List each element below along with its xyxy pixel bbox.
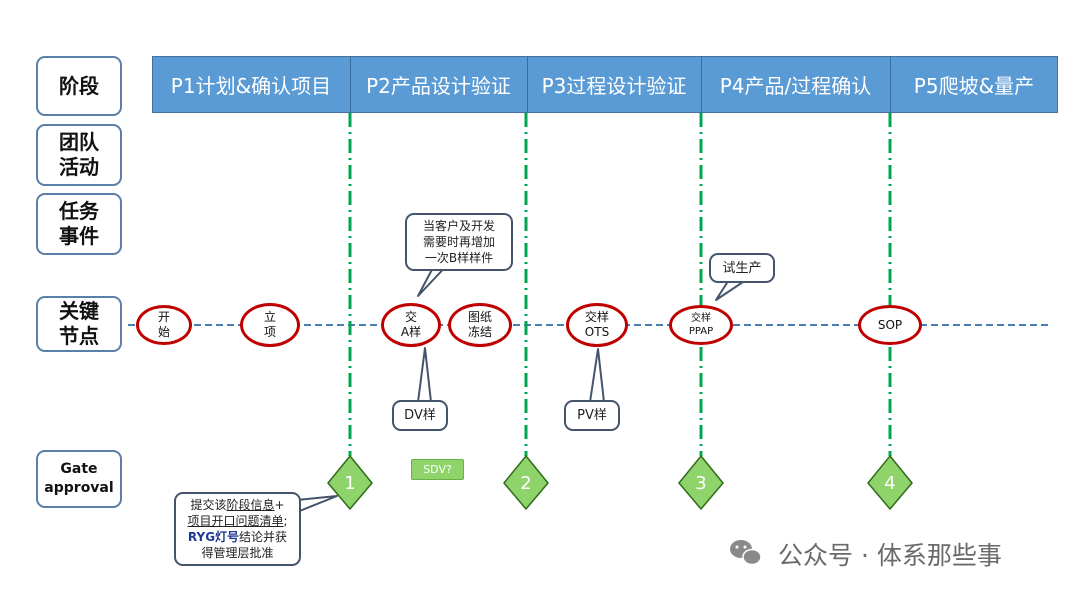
gate-number-2: 2 xyxy=(520,472,532,494)
wechat-icon xyxy=(730,540,762,566)
phase-divider xyxy=(527,56,528,113)
node-start-line2: 始 xyxy=(157,325,170,339)
phase-p1: P1计划&确认项目 xyxy=(170,74,332,98)
callout-b-sample: 当客户及开发 需要时再增加 一次B样样件 xyxy=(405,213,513,271)
phase-divider xyxy=(350,56,351,113)
node-ots-line1: 交样 xyxy=(584,310,609,324)
phase-p2: P2产品设计验证 xyxy=(366,74,511,98)
gate-diamond-4 xyxy=(867,454,913,511)
node-sop-label: SOP xyxy=(877,317,903,332)
phase-divider xyxy=(701,56,702,113)
row-label-team-line2: 活动 xyxy=(59,155,99,179)
row-label-gate-line2: approval xyxy=(44,480,114,496)
row-label-stage-text: 阶段 xyxy=(59,73,99,98)
callout-trial-production: 试生产 xyxy=(709,253,775,283)
gate-number-1: 1 xyxy=(344,472,356,494)
gate-number-4: 4 xyxy=(884,472,896,494)
gate-info-text-approval: 得管理层批准 xyxy=(201,546,274,560)
phase-p3: P3过程设计验证 xyxy=(541,74,687,98)
node-a-sample: 交 A样 xyxy=(381,303,441,347)
row-label-gate: Gate approval xyxy=(36,450,122,508)
phase-p5: P5爬坡&量产 xyxy=(913,74,1035,98)
callout-b-sample-line3: 一次B样样件 xyxy=(424,251,494,265)
node-approve-line1: 立 xyxy=(263,310,276,324)
row-label-milestone-line1: 关键 xyxy=(59,299,99,323)
node-drawing-freeze: 图纸 冻结 xyxy=(448,303,512,347)
gate-info-text-stage-info: 阶段信息 xyxy=(226,498,275,512)
node-ppap-line2: PPAP xyxy=(688,326,714,337)
callout-dv-label: DV样 xyxy=(404,408,436,423)
callout-tail-dv xyxy=(417,347,432,403)
node-a-sample-line2: A样 xyxy=(400,325,422,339)
node-sop: SOP xyxy=(858,305,922,345)
node-start-line1: 开 xyxy=(157,310,170,324)
callout-tail-gate-info xyxy=(296,495,338,513)
gate-info-text-issue-list: 项目开口问题清单 xyxy=(187,514,284,528)
row-label-task-line1: 任务 xyxy=(59,199,99,223)
watermark-text: 公众号 · 体系那些事 xyxy=(778,541,1002,570)
callout-gate-info-line1: 提交该阶段信息+ xyxy=(190,497,284,513)
callout-pv-sample: PV样 xyxy=(564,400,620,431)
row-label-gate-line1: Gate xyxy=(60,461,98,477)
phase-bar xyxy=(152,56,1058,113)
row-label-milestone-line2: 节点 xyxy=(59,324,99,348)
callout-trial-label: 试生产 xyxy=(722,260,762,276)
node-a-sample-line1: 交 xyxy=(404,310,417,324)
node-drawing-freeze-line2: 冻结 xyxy=(467,325,492,339)
callout-gate-info-line2: 项目开口问题清单; xyxy=(187,513,287,529)
gate-info-text-semicolon: ; xyxy=(283,514,288,528)
callout-tail-pv xyxy=(589,348,605,403)
gate-diamond-2 xyxy=(503,454,549,511)
gate-info-text-submit: 提交该 xyxy=(190,498,227,512)
node-start: 开 始 xyxy=(136,305,192,345)
phase-p4: P4产品/过程确认 xyxy=(719,74,872,98)
callout-pv-label: PV样 xyxy=(577,408,607,423)
row-label-task-line2: 事件 xyxy=(59,224,99,248)
node-ots-line2: OTS xyxy=(584,325,610,339)
callout-dv-sample: DV样 xyxy=(392,400,448,431)
callout-b-sample-line1: 当客户及开发 xyxy=(422,219,495,233)
row-label-task: 任务 事件 xyxy=(36,193,122,255)
node-ots: 交样 OTS xyxy=(566,303,628,347)
gate-diamond-3 xyxy=(678,454,724,511)
row-label-stage: 阶段 xyxy=(36,56,122,116)
phase-divider xyxy=(890,56,891,113)
node-ppap: 交样 PPAP xyxy=(669,305,733,345)
sdv-tag: SDV? xyxy=(411,459,464,480)
row-label-team-line1: 团队 xyxy=(59,130,99,154)
node-approve: 立 项 xyxy=(240,303,300,347)
gate-info-text-ryg: RYG灯号 xyxy=(187,530,240,544)
gate-info-text-plus: + xyxy=(274,498,285,512)
node-approve-line2: 项 xyxy=(263,325,276,339)
gate-number-3: 3 xyxy=(695,472,707,494)
node-ppap-line1: 交样 xyxy=(691,313,711,324)
gate-info-text-conclusion: 结论并获 xyxy=(239,530,288,544)
callout-gate-info-line3: RYG灯号结论并获 xyxy=(188,529,287,545)
row-label-team: 团队 活动 xyxy=(36,124,122,186)
callout-gate-info-line4: 得管理层批准 xyxy=(201,545,273,561)
callout-gate-info: 提交该阶段信息+ 项目开口问题清单; RYG灯号结论并获 得管理层批准 xyxy=(174,492,301,566)
callout-b-sample-line2: 需要时再增加 xyxy=(422,235,495,249)
node-drawing-freeze-line1: 图纸 xyxy=(467,310,492,324)
gate-diamond-1 xyxy=(327,454,373,511)
row-label-milestone: 关键 节点 xyxy=(36,296,122,352)
